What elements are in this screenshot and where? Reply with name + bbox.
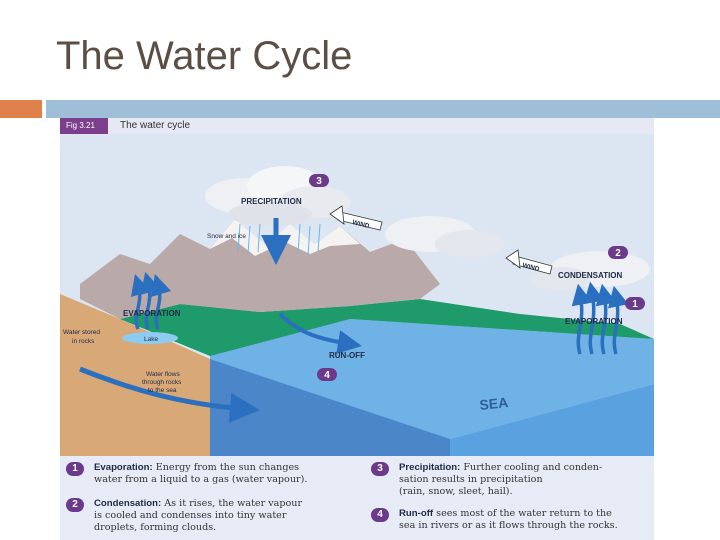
accent-bar-orange	[0, 100, 42, 118]
legend-line: Further cooling and conden-	[463, 462, 602, 473]
legend-line: is cooled and condenses into tiny water	[94, 510, 286, 521]
accent-bar-blue	[46, 100, 720, 118]
legend-line: sation results in precipitation	[399, 474, 543, 485]
label-lake: Lake	[144, 336, 158, 343]
legend-line: droplets, forming clouds.	[94, 522, 216, 533]
figure-header: Fig 3.21 The water cycle	[60, 118, 654, 134]
label-flows-1: Water flows	[146, 371, 180, 378]
legend-line: sees most of the water return to the	[436, 508, 612, 519]
badge-1: 1	[625, 297, 645, 310]
legend-title: Condensation:	[94, 498, 161, 509]
legend-badge: 1	[66, 462, 84, 476]
label-evaporation-left: EVAPORATION	[123, 309, 181, 318]
badge-3: 3	[309, 174, 329, 187]
label-sea: SEA	[479, 394, 509, 413]
legend-badge: 3	[371, 462, 389, 476]
slide-title: The Water Cycle	[56, 34, 352, 79]
label-water-stored-2: in rocks	[72, 338, 95, 345]
label-condensation: CONDENSATION	[558, 271, 623, 280]
legend-title: Evaporation:	[94, 462, 153, 473]
legend-line: Energy from the sun changes	[156, 462, 299, 473]
legend-line: sea in rivers or as it flows through the…	[399, 520, 618, 531]
legend-badge: 2	[66, 498, 84, 512]
legend-line: As it rises, the water vapour	[164, 498, 302, 509]
label-run-off: RUN-OFF	[329, 351, 365, 360]
legend-badge: 4	[371, 508, 389, 522]
svg-text:3: 3	[316, 176, 322, 187]
svg-text:1: 1	[632, 299, 638, 310]
svg-text:2: 2	[615, 248, 621, 259]
label-evaporation-right: EVAPORATION	[565, 317, 623, 326]
figure-number: Fig 3.21	[60, 118, 108, 134]
legend-line: (rain, snow, sleet, hail).	[399, 486, 513, 497]
label-flows-3: to the sea	[148, 387, 177, 394]
legend-title: Run-off	[399, 508, 433, 519]
label-snow-and-ice: Snow and ice	[207, 233, 246, 240]
badge-4: 4	[317, 368, 337, 381]
svg-text:4: 4	[324, 370, 330, 381]
figure-caption: The water cycle	[120, 118, 190, 134]
water-cycle-diagram: 3 2 1 4 PRECIPITATION Snow and ice WIND …	[60, 134, 654, 456]
water-cycle-figure: Fig 3.21 The water cycle	[60, 118, 654, 540]
label-flows-2: through rocks	[142, 379, 182, 386]
legend: 1 Evaporation: Energy from the sun chang…	[60, 456, 654, 540]
label-water-stored-1: Water stored	[63, 329, 100, 336]
legend-line: water from a liquid to a gas (water vapo…	[94, 474, 307, 485]
label-precipitation: PRECIPITATION	[241, 197, 302, 206]
legend-title: Precipitation:	[399, 462, 460, 473]
badge-2: 2	[608, 246, 628, 259]
